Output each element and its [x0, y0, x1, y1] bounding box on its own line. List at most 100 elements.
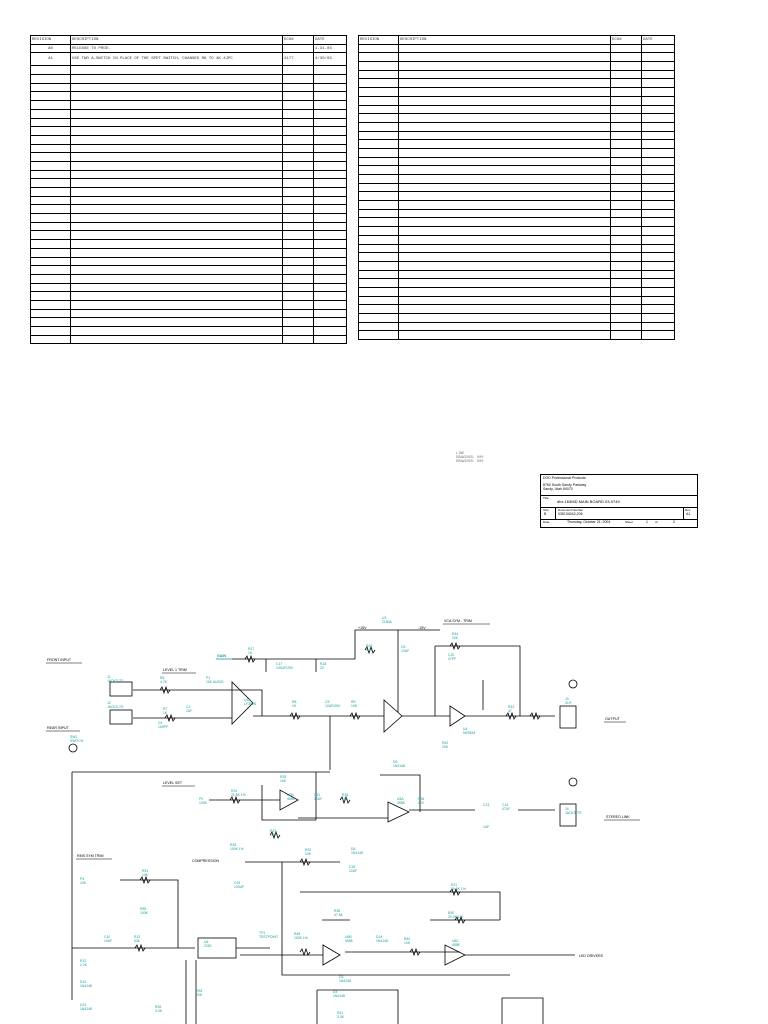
part-ref: C17 — [276, 662, 282, 666]
empty-cell — [610, 243, 642, 254]
empty-cell — [610, 313, 642, 323]
part-value: 1K — [163, 711, 168, 715]
size-value: B — [544, 512, 547, 516]
table-row: A0 RELEASE TO PROD. 1-31-03 — [30, 43, 347, 54]
table-row — [30, 265, 347, 275]
table-row — [358, 191, 675, 202]
table-row — [30, 143, 347, 154]
table-row — [358, 174, 675, 184]
empty-cell — [610, 330, 642, 341]
part-value: 10UF — [314, 797, 322, 801]
table-row — [30, 308, 347, 319]
empty-cell — [30, 178, 71, 188]
table-row — [358, 165, 675, 175]
part-value: 10K — [142, 873, 149, 877]
empty-cell — [398, 130, 611, 141]
empty-cell — [398, 200, 611, 210]
part-value: 2150A — [382, 620, 393, 624]
empty-cell — [282, 221, 314, 232]
section-label-vca-trim: VCA SYM - TRIM — [444, 619, 472, 623]
empty-cell — [398, 43, 611, 54]
empty-cell — [398, 61, 611, 71]
empty-cell — [70, 291, 283, 301]
rail-plus-15v: +15V — [358, 626, 367, 630]
table-row — [358, 330, 675, 341]
empty-cell — [610, 104, 642, 115]
empty-cell — [610, 95, 642, 106]
empty-cell — [282, 143, 314, 154]
switch-sw1 — [68, 743, 78, 753]
empty-cell — [610, 191, 642, 202]
table-row — [30, 65, 347, 76]
empty-cell — [358, 182, 399, 193]
table-row: A1 USE TWO A-SWITCH IN PLACE OF THE SPDT… — [30, 52, 347, 67]
part-value: 100UF — [234, 885, 244, 889]
empty-cell — [610, 165, 642, 175]
empty-cell — [358, 260, 399, 271]
part-value: 1UF — [186, 709, 192, 713]
empty-cell — [641, 174, 675, 184]
part-ref: C10 — [104, 935, 110, 939]
part-ref: J2 — [107, 701, 111, 705]
opamp-u6b — [322, 944, 341, 966]
empty-cell — [358, 286, 399, 297]
part-value: 20.0K 1% — [451, 887, 466, 891]
empty-cell — [313, 282, 347, 293]
empty-cell — [30, 247, 71, 258]
part-ref: J1 — [107, 675, 111, 679]
empty-cell — [30, 299, 71, 310]
empty-cell — [282, 282, 314, 293]
empty-cell — [641, 121, 675, 132]
table-row — [30, 230, 347, 241]
part-value: 47 — [508, 709, 512, 713]
empty-cell — [30, 273, 71, 284]
empty-cell — [641, 78, 675, 89]
empty-cell — [398, 113, 611, 123]
label-led-drivers: LED DRIVERS — [579, 954, 604, 958]
empty-cell — [358, 313, 399, 323]
empty-cell — [358, 95, 399, 106]
section-label-rear-input: REAR INPUT — [47, 726, 70, 730]
empty-cell — [282, 326, 314, 336]
table-row — [358, 156, 675, 167]
empty-cell — [70, 221, 283, 232]
label-gain: GAIN — [217, 654, 226, 658]
empty-cell — [30, 134, 71, 145]
header-eco: ECO# — [610, 35, 642, 45]
empty-cell — [641, 304, 675, 314]
table-row — [30, 195, 347, 206]
part-ref: D12 — [80, 980, 86, 984]
empty-cell — [641, 252, 675, 262]
empty-cell — [30, 265, 71, 275]
header-revision: REVISION — [30, 35, 71, 45]
opamp-u6c — [444, 944, 466, 966]
empty-cell — [30, 326, 71, 336]
label-compression: COMPRESSION — [192, 859, 219, 863]
table-row — [30, 117, 347, 128]
table-row — [358, 61, 675, 71]
empty-cell — [398, 330, 611, 341]
sheet-total: 2 — [673, 520, 675, 524]
part-ref: R48 — [294, 932, 300, 936]
title-block: DOD Professional Products 8760 South San… — [540, 474, 698, 528]
empty-cell — [282, 169, 314, 180]
revision-cell: A0 — [30, 43, 71, 54]
part-value: JACKS-TS — [565, 811, 582, 815]
empty-cell — [313, 334, 347, 345]
empty-cell — [30, 65, 71, 76]
empty-cell — [282, 247, 314, 258]
part-ref: R8 — [292, 700, 296, 704]
table-row — [358, 217, 675, 228]
empty-cell — [313, 195, 347, 206]
empty-cell — [313, 100, 347, 110]
empty-cell — [398, 295, 611, 306]
lines-note-line: DRAWINGS: 000 — [456, 456, 484, 460]
header-date: DATE — [641, 35, 675, 45]
part-ref: R11 — [451, 883, 457, 887]
empty-cell — [70, 299, 283, 310]
table-row — [358, 52, 675, 63]
table-row — [358, 286, 675, 297]
table-row — [358, 130, 675, 141]
part-ref: R32 — [305, 848, 311, 852]
empty-cell — [282, 187, 314, 197]
